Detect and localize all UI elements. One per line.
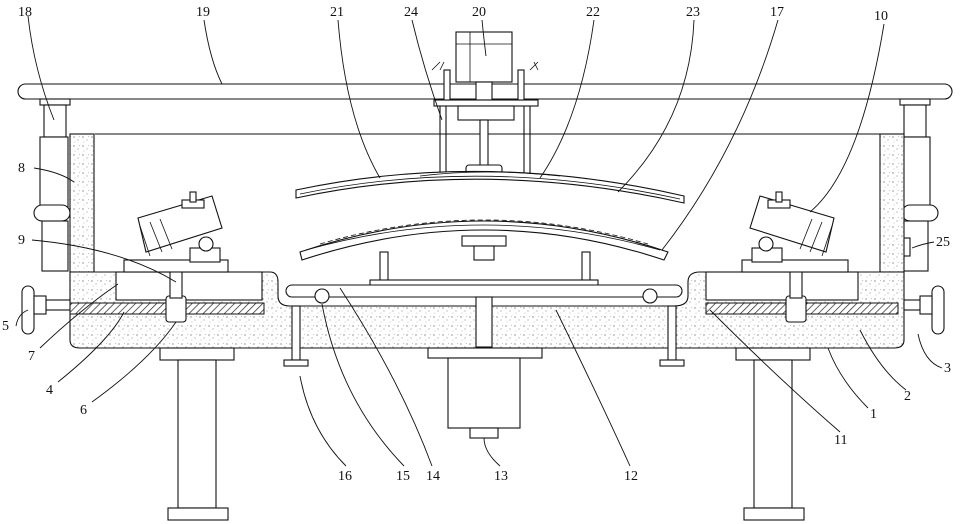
top-motor-assembly bbox=[432, 32, 538, 175]
callout-16: 16 bbox=[338, 469, 352, 484]
callout-24: 24 bbox=[404, 5, 418, 20]
left-post bbox=[34, 99, 70, 271]
right-clamp-assembly bbox=[742, 192, 848, 272]
right-slider bbox=[786, 296, 806, 322]
callout-2: 2 bbox=[904, 389, 911, 404]
callout-21: 21 bbox=[330, 5, 344, 20]
callout-6: 6 bbox=[80, 403, 87, 418]
callout-17: 17 bbox=[770, 5, 784, 20]
upper-curved-mould bbox=[296, 171, 684, 203]
callout-22: 22 bbox=[586, 5, 600, 20]
right-side-wall bbox=[880, 134, 904, 272]
left-side-wall bbox=[70, 134, 94, 272]
lower-curved-mould bbox=[300, 220, 668, 260]
callout-4: 4 bbox=[46, 383, 53, 398]
left-leg bbox=[160, 348, 234, 520]
callout-12: 12 bbox=[624, 469, 638, 484]
callout-7: 7 bbox=[28, 349, 35, 364]
callout-25: 25 bbox=[936, 235, 950, 250]
callout-9: 9 bbox=[18, 233, 25, 248]
callout-14: 14 bbox=[426, 469, 440, 484]
callout-15: 15 bbox=[396, 469, 410, 484]
callout-23: 23 bbox=[686, 5, 700, 20]
callout-1: 1 bbox=[870, 407, 877, 422]
left-clamp-assembly bbox=[124, 192, 228, 272]
callout-11: 11 bbox=[834, 433, 847, 448]
callout-19: 19 bbox=[196, 5, 210, 20]
right-handwheel bbox=[904, 286, 944, 334]
callout-8: 8 bbox=[18, 161, 25, 176]
left-slider bbox=[166, 296, 186, 322]
callout-18: 18 bbox=[18, 5, 32, 20]
callout-5: 5 bbox=[2, 319, 9, 334]
right-leg bbox=[736, 348, 810, 520]
callout-10: 10 bbox=[874, 9, 888, 24]
callout-13: 13 bbox=[494, 469, 508, 484]
bottom-motor bbox=[428, 348, 542, 438]
callout-3: 3 bbox=[944, 361, 951, 376]
callout-20: 20 bbox=[472, 5, 486, 20]
